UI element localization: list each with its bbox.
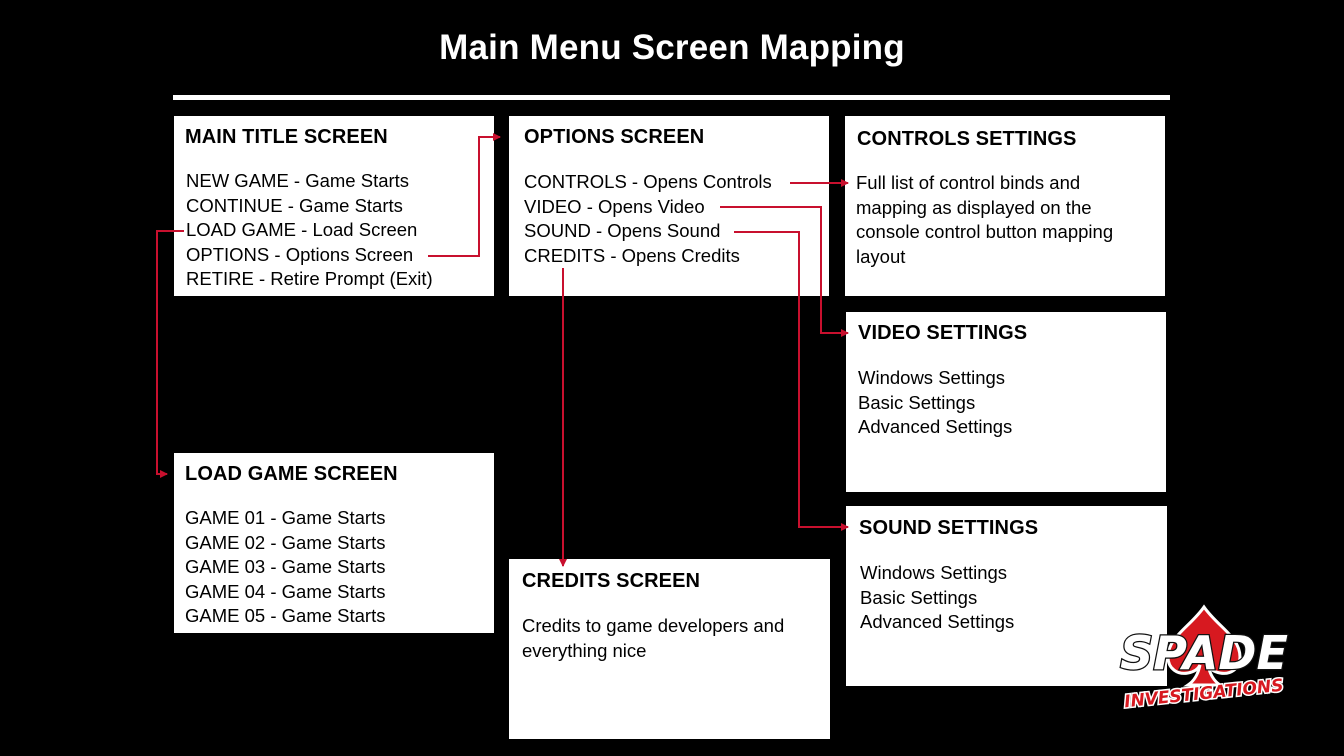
logo-wordmark: SPADE	[1120, 626, 1288, 680]
sound-settings-list: Windows Settings Basic Settings Advanced…	[860, 561, 1014, 635]
sound-settings-heading: SOUND SETTINGS	[859, 517, 1039, 539]
description-line: mapping as displayed on the	[856, 196, 1092, 218]
sound-settings-box: SOUND SETTINGS Windows Settings Basic Se…	[846, 506, 1167, 686]
main-title-screen-list: NEW GAME - Game Starts CONTINUE - Game S…	[186, 169, 433, 292]
credits-screen-box: CREDITS SCREEN Credits to game developer…	[509, 559, 830, 739]
list-item: CREDITS - Opens Credits	[524, 244, 740, 266]
list-item: GAME 03 - Game Starts	[185, 556, 386, 577]
credits-screen-description: Credits to game developers and everythin…	[522, 614, 784, 663]
video-settings-list: Windows Settings Basic Settings Advanced…	[858, 366, 1012, 440]
list-item: Windows Settings	[860, 562, 1008, 583]
list-item: Windows Settings	[858, 367, 1006, 388]
list-item: LOAD GAME - Load Screen	[186, 219, 418, 240]
description-line: layout	[856, 245, 906, 267]
options-screen-box: OPTIONS SCREEN CONTROLS - Opens Controls…	[509, 116, 829, 296]
credits-screen-heading: CREDITS SCREEN	[522, 570, 701, 592]
list-item: RETIRE - Retire Prompt (Exit)	[186, 268, 433, 289]
list-item: Advanced Settings	[860, 611, 1015, 632]
description-line: everything nice	[522, 639, 647, 661]
list-item: GAME 05 - Game Starts	[185, 605, 386, 626]
description-line: console control button mapping	[856, 221, 1114, 242]
list-item: SOUND - Opens Sound	[524, 220, 721, 241]
list-item: CONTINUE - Game Starts	[186, 194, 403, 216]
list-item: GAME 01 - Game Starts	[185, 507, 386, 528]
video-settings-heading: VIDEO SETTINGS	[858, 322, 1028, 344]
main-title-screen-box: MAIN TITLE SCREEN NEW GAME - Game Starts…	[174, 116, 494, 296]
list-item: OPTIONS - Options Screen	[186, 243, 414, 265]
spade-investigations-logo: SPADE INVESTIGATIONS	[1118, 603, 1290, 714]
title-divider	[173, 95, 1170, 100]
list-item: VIDEO - Opens Video	[524, 195, 705, 217]
load-game-screen-list: GAME 01 - Game Starts GAME 02 - Game Sta…	[185, 506, 385, 629]
main-title-screen-heading: MAIN TITLE SCREEN	[185, 126, 388, 148]
list-item: Basic Settings	[858, 391, 976, 413]
list-item: GAME 02 - Game Starts	[185, 531, 386, 553]
controls-settings-box: CONTROLS SETTINGS Full list of control b…	[845, 116, 1165, 296]
list-item: Advanced Settings	[858, 416, 1013, 437]
spade-emblem-icon	[1166, 604, 1242, 687]
description-line: Credits to game developers and	[522, 615, 785, 636]
options-screen-list: CONTROLS - Opens Controls VIDEO - Opens …	[524, 170, 772, 268]
controls-settings-heading: CONTROLS SETTINGS	[857, 128, 1077, 150]
description-line: Full list of control binds and	[856, 172, 1081, 193]
controls-settings-description: Full list of control binds and mapping a…	[856, 171, 1113, 269]
list-item: CONTROLS - Opens Controls	[524, 171, 772, 192]
load-game-screen-heading: LOAD GAME SCREEN	[185, 463, 398, 485]
list-item: NEW GAME - Game Starts	[186, 170, 410, 191]
options-screen-heading: OPTIONS SCREEN	[524, 126, 705, 148]
load-game-screen-box: LOAD GAME SCREEN GAME 01 - Game Starts G…	[174, 453, 494, 633]
page-title: Main Menu Screen Mapping	[439, 28, 905, 67]
list-item: GAME 04 - Game Starts	[185, 580, 386, 602]
list-item: Basic Settings	[860, 586, 978, 608]
video-settings-box: VIDEO SETTINGS Windows Settings Basic Se…	[846, 312, 1166, 492]
